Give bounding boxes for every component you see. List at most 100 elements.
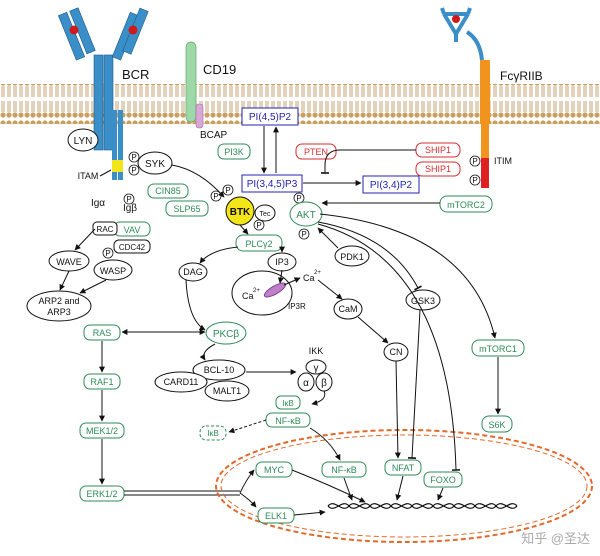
ca-cyto-sup: 2+: [314, 270, 321, 276]
ikb-label: IκB: [282, 399, 294, 408]
arp-label-line1: ARP2 and: [38, 296, 79, 306]
syk-label: SYK: [145, 159, 165, 170]
cd19-label: CD19: [203, 62, 236, 77]
er-compartment: [231, 270, 293, 316]
gsk3-node: [405, 289, 441, 311]
phospho-label: P: [472, 176, 477, 185]
card11-node: [154, 371, 208, 393]
pi45p2-box: [241, 107, 299, 126]
mtorc2-label: mTORC2: [447, 200, 485, 210]
ikb-degraded-node: [199, 425, 227, 441]
dag-node: [178, 262, 208, 282]
plcg2-node: [235, 234, 283, 252]
ca-cyto-label: Ca: [303, 273, 315, 283]
arp-label-line2: ARP3: [47, 307, 71, 317]
pi345p3-label: PI(3,4,5)P3: [247, 179, 298, 190]
nfat-node: [384, 459, 422, 476]
ship1-node-2: [415, 161, 461, 177]
itam-label: ITAM: [78, 171, 99, 181]
ikb-degraded-label: IκB: [207, 429, 219, 438]
wasp-label: WASP: [100, 266, 126, 276]
cn-label: CN: [390, 347, 403, 357]
s6k-label: S6K: [488, 420, 505, 430]
ikk-beta-label: β: [321, 378, 327, 389]
cam-node: [333, 298, 363, 320]
iga-label: Igα: [91, 198, 105, 209]
ikk-gamma-label: γ: [314, 363, 319, 374]
tec-label: Tec: [260, 211, 271, 218]
raf1-node: [83, 373, 121, 390]
pi345p3-box: [241, 174, 303, 193]
pten-node: [295, 143, 337, 160]
pkcb-node: [205, 321, 247, 345]
tec-node: [254, 204, 276, 222]
elk1-label: ELK1: [265, 511, 287, 521]
mek-node: [79, 422, 125, 439]
s6k-node: [481, 415, 513, 433]
pi34p2-label: PI(3,4)P2: [370, 180, 413, 191]
bcap-label: BCAP: [200, 130, 228, 141]
nfat-label: NFAT: [392, 463, 415, 473]
phospho-label: P: [213, 192, 218, 201]
plcg2-label: PLCγ2: [245, 239, 272, 249]
ca-er-sup: 2+: [253, 288, 260, 294]
nucleus-nfkb-node: [321, 461, 367, 478]
ikb-node: [275, 395, 301, 410]
wasp-node: [93, 259, 133, 281]
phospho-label: P: [472, 157, 477, 166]
card11-label: CARD11: [164, 377, 199, 387]
phospho-label: P: [131, 153, 136, 162]
rac-node: [92, 221, 118, 236]
ikk-alpha-label: α: [303, 378, 309, 389]
ip3-label: IP3: [275, 257, 289, 267]
cdc42-node: [113, 239, 151, 254]
raf1-label: RAF1: [90, 377, 113, 387]
bcl10-node: [192, 359, 246, 381]
rac-label: RAC: [97, 225, 114, 234]
myc-label: MYC: [264, 465, 285, 475]
ship1-label-2: SHIP1: [425, 164, 451, 174]
phospho-label: P: [256, 221, 261, 230]
phospho-label: P: [126, 195, 131, 204]
ras-node: [83, 324, 121, 341]
watermark: 知乎 @圣达: [521, 531, 590, 546]
gsk3-label: GSK3: [411, 296, 435, 306]
fcgriib-receptor: [440, 7, 490, 188]
lyn-node: [67, 128, 99, 152]
nucleus-inner: [220, 434, 588, 538]
nfkb-label: NF-κB: [275, 416, 301, 426]
pi45p2-label: PI(4,5)P2: [249, 112, 292, 123]
itim-label: ITIM: [494, 156, 512, 166]
nucleus-nfkb-label: NF-κB: [331, 465, 357, 475]
pdk1-node: [334, 245, 370, 267]
mtorc1-node: [471, 339, 525, 357]
arp-node: [26, 290, 92, 322]
nucleus: [215, 429, 593, 543]
mtorc2-node: [439, 195, 493, 213]
bcr-label: BCR: [122, 67, 149, 82]
fcgriib-label: FcγRIIB: [500, 69, 543, 83]
syk-node: [137, 151, 173, 175]
phospho-label: P: [296, 194, 301, 203]
pi3k-node: [217, 143, 251, 160]
phospho-label: P: [131, 166, 136, 175]
pdk1-label: PDK1: [340, 252, 364, 262]
foxo-label: FOXO: [430, 475, 456, 485]
cam-label: CaM: [338, 304, 357, 314]
igb-label: Igβ: [123, 203, 137, 214]
malt1-label: MALT1: [213, 386, 241, 396]
ip3r-label: IP3R: [288, 302, 306, 311]
cdc42-label: CDC42: [119, 243, 146, 252]
foxo-node: [423, 471, 463, 488]
ikk-alpha: [297, 372, 315, 392]
ikk-label: IKK: [309, 346, 324, 356]
cin85-node: [147, 183, 189, 199]
slp65-label: SLP65: [173, 204, 200, 214]
vav-label: VAV: [124, 225, 141, 235]
phospho-label: P: [105, 249, 110, 258]
dag-label: DAG: [183, 267, 203, 277]
cin85-label: CIN85: [155, 186, 181, 196]
phospho-label: P: [301, 230, 306, 239]
elk1-node: [257, 507, 295, 524]
